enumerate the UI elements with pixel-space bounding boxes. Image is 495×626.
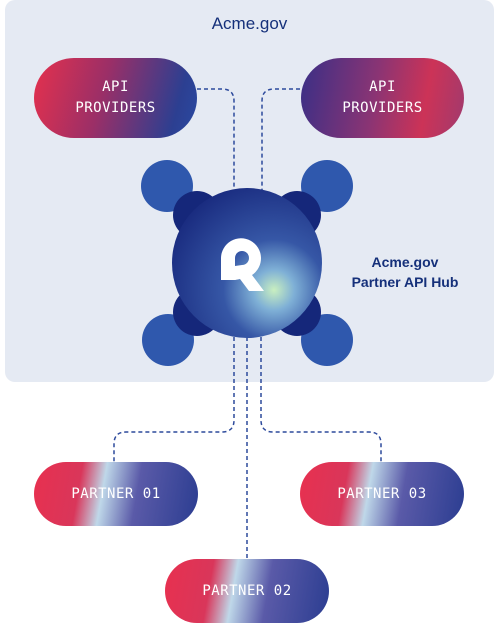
connector-provider-b — [261, 88, 300, 205]
api-providers-label: API PROVIDERS — [75, 79, 156, 116]
connector-provider-a — [197, 88, 235, 205]
hub-label-line2: Partner API Hub — [351, 274, 459, 290]
partner-03-node: PARTNER 03 — [300, 462, 464, 526]
partner-label: PARTNER 02 — [202, 582, 292, 599]
api-providers-node-left: API PROVIDERS — [34, 58, 197, 138]
api-providers-node-right: API PROVIDERS — [301, 58, 464, 138]
partner-label: PARTNER 01 — [71, 485, 161, 502]
hub-label-line1: Acme.gov — [371, 254, 439, 270]
api-providers-label: API PROVIDERS — [342, 79, 423, 116]
hub-label: Acme.gov Partner API Hub — [340, 252, 470, 292]
region-title: Acme.gov — [211, 14, 288, 33]
partner-01-node: PARTNER 01 — [34, 462, 198, 526]
partner-02-node: PARTNER 02 — [165, 559, 329, 623]
connector-partner-03 — [260, 330, 382, 462]
q-logo-icon — [221, 238, 264, 291]
partner-label: PARTNER 03 — [337, 485, 427, 502]
connector-partner-01 — [113, 330, 235, 462]
